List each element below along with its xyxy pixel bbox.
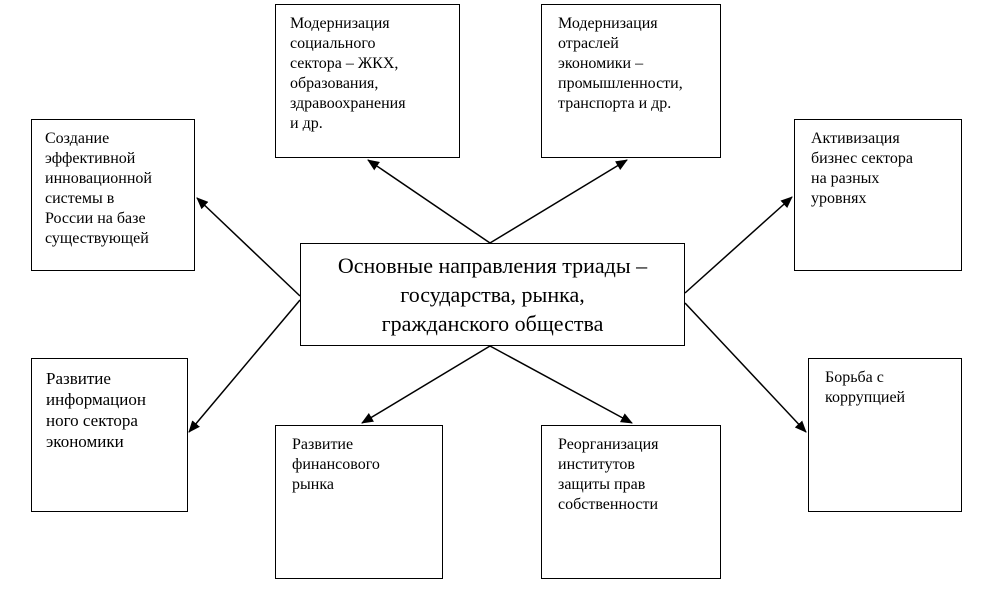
arrow-to-right-upper (684, 196, 793, 294)
box-top-right: Модернизация отраслей экономики – промыш… (541, 4, 721, 158)
arrow-to-bottom-right (489, 345, 633, 424)
arrow-to-left-lower (188, 299, 301, 433)
arrow-to-right-lower (684, 302, 807, 433)
arrow-to-bottom-left (361, 345, 491, 424)
box-left-lower-text: Развитие информацион ного сектора эконом… (46, 369, 146, 451)
arrow-to-left-upper (196, 197, 301, 297)
box-top-right-text: Модернизация отраслей экономики – промыш… (558, 15, 683, 112)
box-right-lower-text: Борьба с коррупцией (825, 369, 906, 406)
box-top-left: Модернизация социального сектора – ЖКХ, … (275, 4, 460, 158)
central-box-text: Основные направления триады – государств… (337, 253, 648, 336)
box-bottom-left-text: Развитие финансового рынка (292, 436, 380, 493)
box-top-left-text: Модернизация социального сектора – ЖКХ, … (290, 15, 406, 132)
central-box: Основные направления триады – государств… (300, 243, 685, 346)
arrow-to-top-left (367, 159, 491, 244)
box-right-upper: Активизация бизнес сектора на разных уро… (794, 119, 962, 271)
box-bottom-right-text: Реорганизация институтов защиты прав соб… (558, 436, 659, 513)
box-right-lower: Борьба с коррупцией (808, 358, 962, 512)
box-right-upper-text: Активизация бизнес сектора на разных уро… (811, 130, 914, 207)
box-left-lower: Развитие информацион ного сектора эконом… (31, 358, 188, 512)
box-bottom-right: Реорганизация институтов защиты прав соб… (541, 425, 721, 579)
box-left-upper: Создание эффективной инновационной систе… (31, 119, 195, 271)
box-bottom-left: Развитие финансового рынка (275, 425, 443, 579)
box-left-upper-text: Создание эффективной инновационной систе… (45, 130, 152, 247)
arrow-to-top-right (489, 159, 628, 244)
